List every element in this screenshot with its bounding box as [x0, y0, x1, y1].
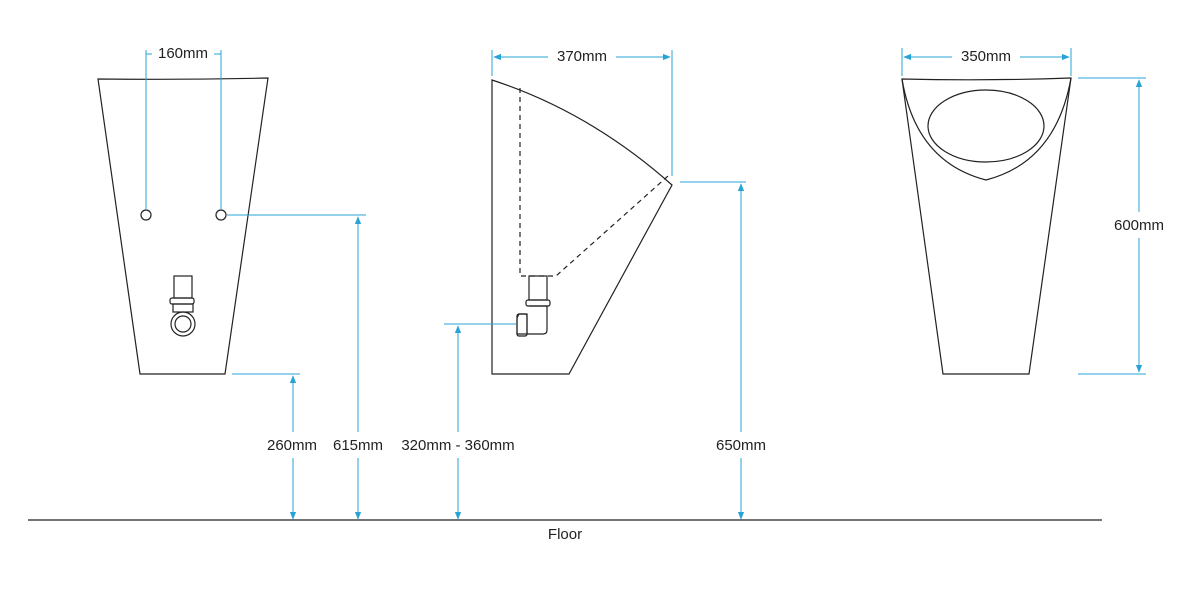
front-pipe-spacing-dimension: 160mm [145, 45, 222, 210]
rear-view-outline [901, 77, 1072, 375]
outlet-height-label: 320mm - 360mm [401, 437, 514, 454]
base-height-dimension: 260mm [232, 373, 317, 520]
front-view [97, 77, 269, 375]
rim-height-dimension: 650mm [680, 181, 766, 520]
outlet-height-dimension: 320mm - 360mm [401, 323, 516, 520]
inlet-height-dimension: 615mm [227, 214, 383, 520]
side-depth-dimension: 370mm [491, 48, 673, 176]
rear-height-label: 600mm [1114, 217, 1164, 234]
front-inlet-left [140, 209, 152, 221]
rear-width-label: 350mm [961, 48, 1011, 65]
side-view [491, 79, 673, 375]
front-inlet-right [215, 209, 227, 221]
side-outlet-fitting [516, 275, 551, 337]
front-pipe-spacing-label: 160mm [158, 45, 208, 62]
front-view-outline [97, 77, 269, 375]
rear-height-dimension: 600mm [1078, 77, 1164, 375]
front-outlet-fitting [169, 275, 196, 337]
rear-view [901, 77, 1072, 375]
inlet-height-label: 615mm [333, 437, 383, 454]
rear-bowl [927, 89, 1045, 163]
floor-label: Floor [548, 526, 582, 543]
rim-height-label: 650mm [716, 437, 766, 454]
side-view-outline [491, 79, 673, 375]
rear-bowl-rim [901, 77, 1072, 181]
rear-width-dimension: 350mm [901, 48, 1072, 76]
base-height-label: 260mm [267, 437, 317, 454]
side-view-hidden-lines [519, 88, 669, 277]
side-depth-label: 370mm [557, 48, 607, 65]
